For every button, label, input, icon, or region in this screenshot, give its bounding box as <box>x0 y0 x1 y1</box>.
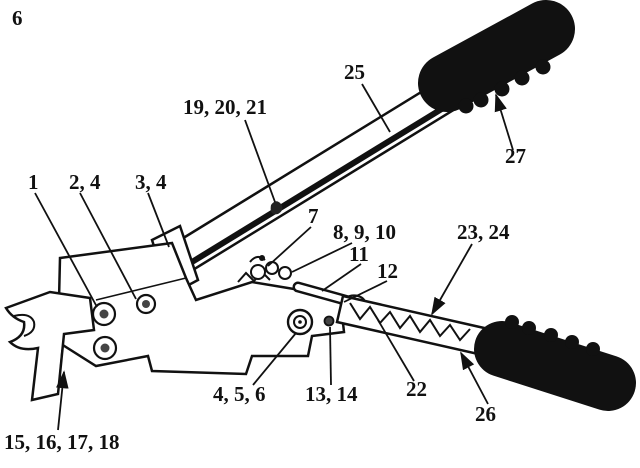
leader-4-5-6 <box>252 332 297 386</box>
callout-13-14: 13, 14 <box>305 382 358 406</box>
leader-3-4 <box>147 192 170 248</box>
callout-25: 25 <box>344 60 365 84</box>
callout-8-9-10: 8, 9, 10 <box>333 220 396 244</box>
upper-handle-grip <box>418 0 575 114</box>
head-bolt-3 <box>135 293 157 315</box>
retainer-pin <box>323 315 335 327</box>
callout-7: 7 <box>308 204 319 228</box>
handle-spring <box>349 302 471 342</box>
leader-12 <box>343 280 388 303</box>
callout-19-20-21: 19, 20, 21 <box>183 95 267 119</box>
leader-19-20-21 <box>244 119 276 203</box>
callout-11: 11 <box>349 242 369 266</box>
leader-2-4 <box>79 192 137 300</box>
jaw-notch <box>13 313 36 337</box>
pivot-bolt <box>286 308 314 336</box>
leader-13-14 <box>329 326 332 386</box>
callout-3-4: 3, 4 <box>135 170 167 194</box>
leader-11 <box>321 263 362 292</box>
lower-handle-grip <box>474 315 636 411</box>
leader-25 <box>361 83 391 133</box>
leader-27 <box>494 93 514 151</box>
leader-23-24 <box>431 243 473 316</box>
head-bolt-1 <box>91 301 117 327</box>
body-detail-line <box>95 277 187 301</box>
head-bolt-2 <box>92 335 118 361</box>
leader-26 <box>460 351 489 405</box>
leader-7 <box>267 226 312 267</box>
jaw-fork <box>4 290 96 402</box>
leader-15-16-17-18 <box>56 370 69 431</box>
callout-15-16-17-18: 15, 16, 17, 18 <box>4 430 120 454</box>
lower-handle-shaft <box>335 294 495 358</box>
leader-1 <box>34 192 98 308</box>
callout-1: 1 <box>28 170 39 194</box>
callout-26: 26 <box>475 402 496 426</box>
callout-12: 12 <box>377 259 398 283</box>
callout-6: 6 <box>12 6 23 30</box>
callout-22: 22 <box>406 377 427 401</box>
handle-clip <box>270 201 283 215</box>
callout-2-4: 2, 4 <box>69 170 101 194</box>
callout-23-24: 23, 24 <box>457 220 510 244</box>
leader-22 <box>377 319 415 382</box>
tool-body <box>56 241 346 376</box>
callout-4-5-6: 4, 5, 6 <box>213 382 266 406</box>
leader-8-9-10 <box>291 242 353 273</box>
toggle-linkage <box>237 255 292 283</box>
callout-27: 27 <box>505 144 526 168</box>
